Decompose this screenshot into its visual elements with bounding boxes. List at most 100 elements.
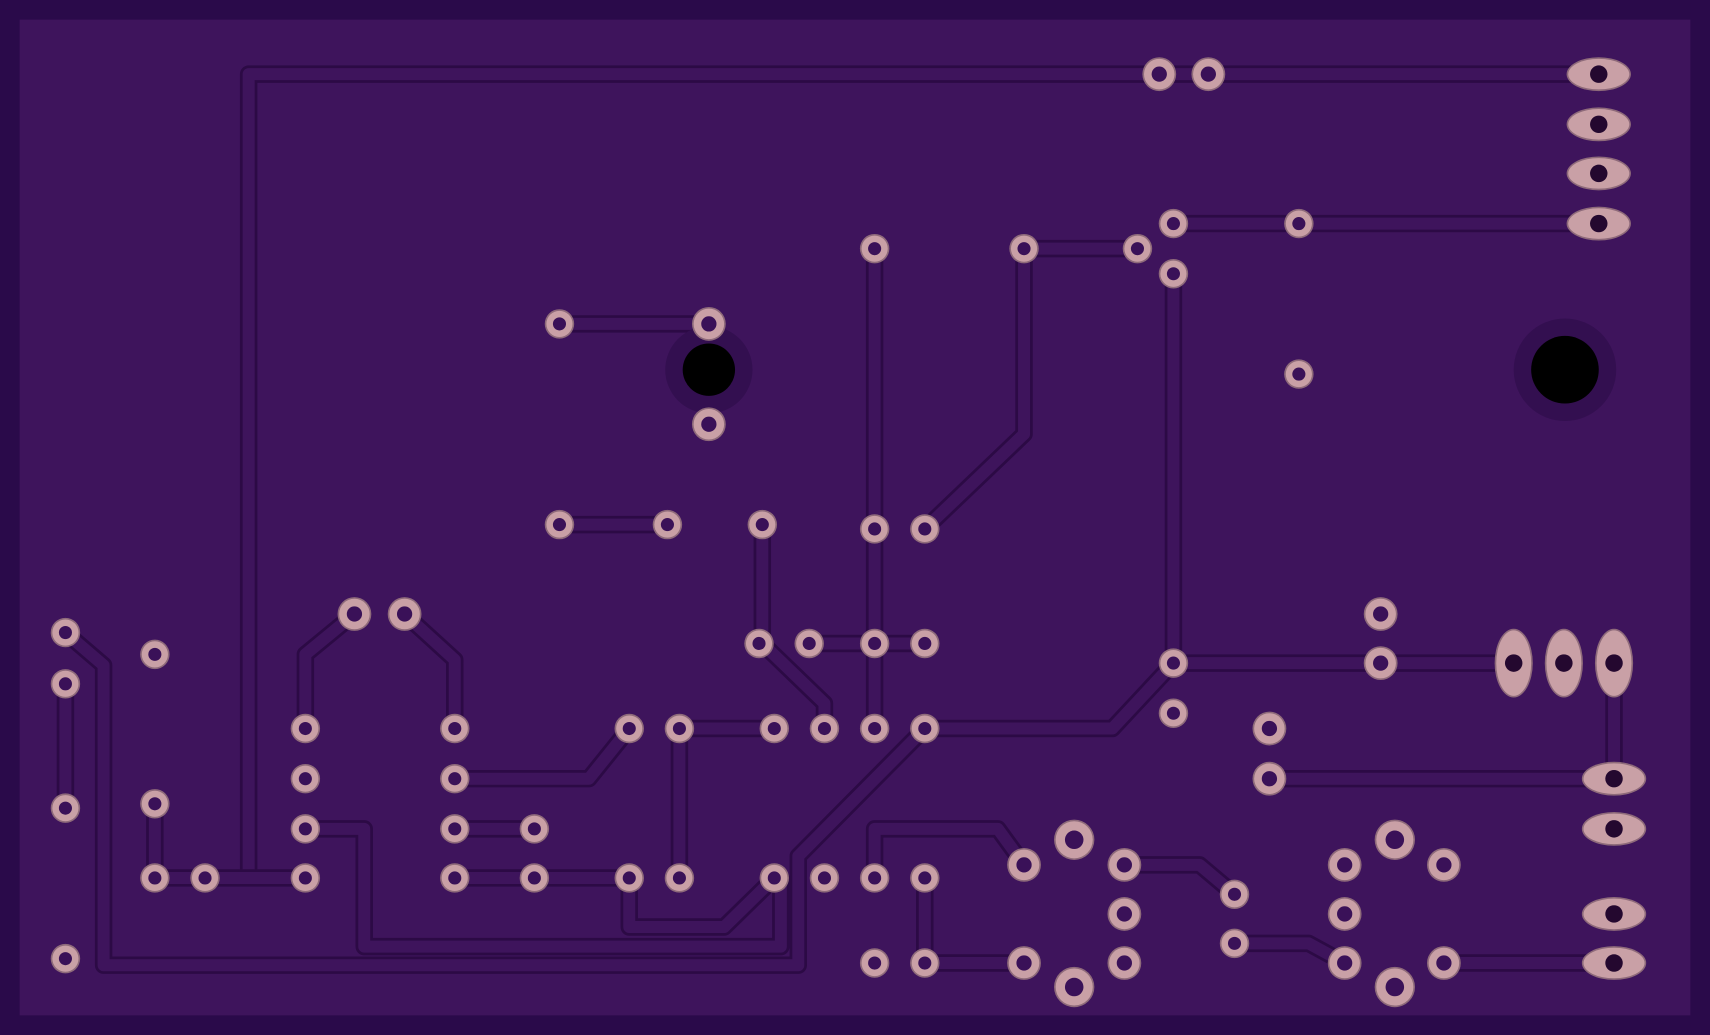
pad-3	[1158, 208, 1189, 239]
pad-drill-58	[1373, 606, 1389, 622]
pad-15	[747, 509, 778, 540]
pad-41	[809, 713, 840, 744]
pad-drill-45	[802, 636, 816, 651]
pad-28	[290, 863, 321, 893]
mounting-holes	[665, 318, 1617, 421]
pad-20	[50, 617, 81, 648]
trace-19	[299, 608, 361, 735]
trace-28	[1118, 858, 1241, 901]
pad-74	[1327, 897, 1362, 931]
pad-drill-9	[1130, 242, 1144, 256]
trace-4	[918, 242, 1031, 535]
pad-drill-35	[448, 871, 462, 885]
pad-53	[910, 863, 940, 893]
pad-66	[1107, 946, 1142, 980]
pad-1	[1142, 57, 1177, 92]
pad-drill-14	[660, 518, 674, 532]
connector-pad-2	[1566, 107, 1631, 142]
trace-21	[448, 722, 636, 785]
pad-34	[440, 814, 470, 844]
connector-drill-7	[1605, 905, 1623, 923]
pad-40	[759, 713, 790, 744]
pad-drill-37	[527, 871, 541, 885]
pad-drill-41	[817, 721, 832, 736]
pad-layer	[50, 57, 1647, 1008]
trace-layer	[56, 65, 1623, 974]
pad-drill-69	[1227, 887, 1242, 901]
trace-23	[448, 871, 781, 934]
pad-drill-50	[767, 871, 781, 885]
pad-drill-66	[1116, 955, 1133, 971]
pad-2	[1191, 57, 1226, 92]
pad-drill-39	[672, 721, 686, 736]
pad-drill-64	[1116, 857, 1133, 873]
pad-drill-48	[622, 871, 636, 885]
pad-57	[1158, 698, 1189, 728]
pad-drill-21	[58, 677, 72, 691]
pad-68	[1054, 966, 1095, 1008]
pad-23	[50, 793, 81, 823]
pad-drill-32	[448, 721, 462, 736]
pad-drill-4	[1292, 217, 1306, 231]
pad-77	[1426, 946, 1461, 980]
pad-18	[337, 597, 372, 631]
connector-pad-1	[1566, 57, 1631, 92]
pad-63	[1054, 819, 1095, 860]
pad-39	[664, 713, 695, 744]
pad-50	[759, 863, 790, 893]
trace-1	[242, 68, 1605, 879]
pad-33	[440, 763, 470, 794]
pad-10	[544, 309, 575, 339]
pad-46	[859, 628, 890, 659]
pad-60	[1252, 711, 1287, 746]
pad-58	[1363, 597, 1398, 631]
pad-drill-62	[1016, 857, 1032, 873]
pad-drill-73	[1436, 857, 1452, 873]
pad-22	[140, 639, 170, 670]
pad-drill-13	[552, 518, 567, 532]
pad-drill-46	[868, 636, 882, 651]
pad-17	[910, 514, 940, 544]
pad-30	[290, 763, 321, 794]
trace-14	[59, 626, 931, 972]
pad-drill-16	[868, 522, 882, 536]
pad-drill-43	[918, 721, 932, 736]
pad-11	[691, 307, 726, 341]
connector-drill-4	[1590, 214, 1608, 233]
pad-21	[50, 669, 81, 699]
pad-19	[387, 597, 422, 631]
pad-67	[1007, 946, 1041, 980]
pad-drill-1	[1151, 66, 1167, 82]
pad-37	[519, 863, 550, 893]
pad-drill-72	[1385, 830, 1405, 850]
pad-drill-12	[701, 416, 717, 432]
connector-drill-3	[1590, 164, 1608, 183]
pad-drill-33	[448, 772, 462, 786]
pad-6	[1284, 359, 1314, 389]
pad-25	[50, 943, 81, 974]
pad-12	[691, 407, 726, 442]
pad-43	[910, 713, 940, 744]
pad-drill-47	[918, 636, 932, 651]
pad-drill-6	[1292, 367, 1306, 381]
pad-5	[1158, 259, 1189, 289]
pad-drill-51	[817, 871, 832, 885]
pad-51	[809, 863, 840, 893]
pad-drill-24	[148, 797, 162, 811]
connector-drill-1	[1590, 65, 1608, 83]
mounting-hole-left	[682, 343, 736, 396]
pad-drill-67	[1016, 955, 1032, 971]
pad-drill-5	[1166, 267, 1180, 281]
pad-drill-2	[1200, 66, 1216, 82]
pad-drill-15	[755, 518, 769, 532]
pad-drill-60	[1261, 720, 1278, 737]
pad-drill-27	[198, 871, 212, 885]
trace-18	[299, 822, 787, 953]
trace-10	[918, 267, 1180, 735]
pad-13	[544, 509, 575, 540]
pad-52	[859, 863, 890, 893]
pad-drill-42	[868, 721, 882, 736]
pad-drill-57	[1166, 706, 1180, 720]
pad-61	[1252, 761, 1287, 796]
pad-drill-59	[1373, 655, 1389, 671]
